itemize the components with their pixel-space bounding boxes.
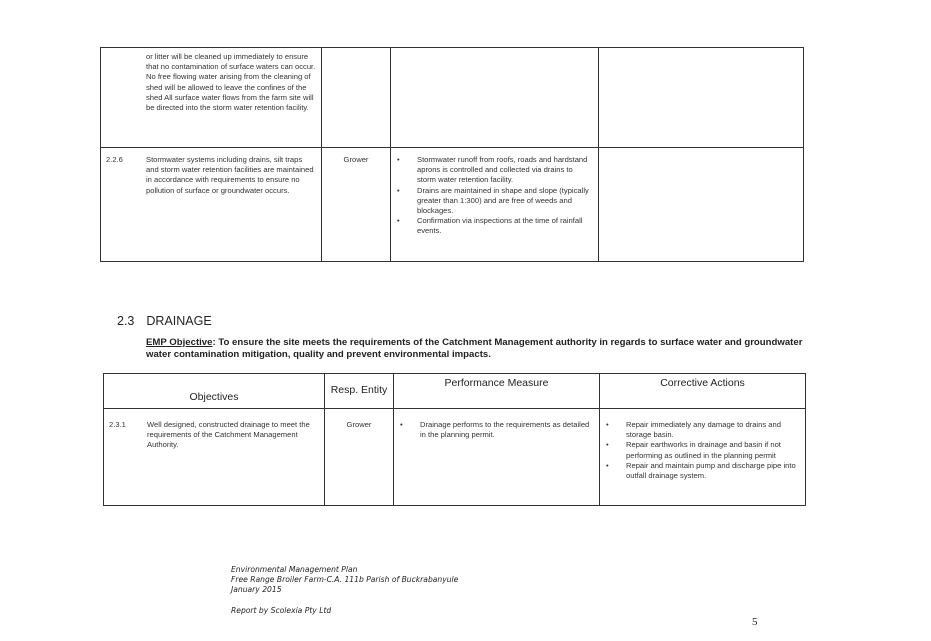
- page-number: 5: [752, 616, 758, 628]
- performance-measures: Stormwater runoff from roofs, roads and …: [393, 155, 593, 237]
- divider: [393, 374, 394, 505]
- drainage-table: Objectives Resp. Entity Performance Meas…: [103, 373, 806, 506]
- header-objectives: Objectives: [189, 391, 239, 403]
- measure-item: Drains are maintained in shape and slope…: [393, 186, 593, 217]
- divider: [599, 374, 600, 505]
- footer-author: Report by Scolexia Pty Ltd: [231, 606, 332, 615]
- measure-item: Stormwater runoff from roofs, roads and …: [393, 155, 593, 186]
- header-performance-measure: Performance Measure: [444, 377, 549, 389]
- section-heading: 2.3 DRAINAGE: [117, 314, 212, 328]
- divider: [104, 408, 805, 409]
- measure-item: Drainage performs to the requirements as…: [396, 420, 592, 440]
- footer-title: Environmental Management Plan: [231, 565, 358, 574]
- divider: [101, 147, 803, 148]
- objective-text: or litter will be cleaned up immediately…: [146, 52, 316, 113]
- section-number: 2.3: [117, 314, 135, 328]
- footer-subtitle: Free Range Broiler Farm-C.A. 111b Parish…: [231, 575, 459, 584]
- divider: [598, 48, 599, 261]
- section-title: DRAINAGE: [146, 314, 212, 328]
- responsible-entity: Grower: [346, 420, 372, 429]
- stormwater-table: or litter will be cleaned up immediately…: [100, 47, 804, 262]
- row-number: 2.3.1: [109, 420, 126, 429]
- header-entity: Resp. Entity: [330, 384, 388, 396]
- footer-date: January 2015: [231, 585, 282, 594]
- objective-text: Well designed, constructed drainage to m…: [147, 420, 310, 450]
- divider: [324, 374, 325, 505]
- action-item: Repair immediately any damage to drains …: [602, 420, 798, 440]
- action-item: Repair and maintain pump and discharge p…: [602, 461, 798, 481]
- measure-item: Confirmation via inspections at the time…: [393, 216, 593, 236]
- responsible-entity: Grower: [343, 155, 369, 164]
- corrective-actions: Repair immediately any damage to drains …: [602, 420, 798, 481]
- divider: [321, 48, 322, 261]
- emp-objective-label: EMP Objective: [146, 337, 213, 348]
- performance-measures: Drainage performs to the requirements as…: [396, 420, 592, 440]
- action-item: Repair earthworks in drainage and basin …: [602, 440, 798, 460]
- emp-objective-text: : To ensure the site meets the requireme…: [146, 337, 803, 360]
- header-corrective-actions: Corrective Actions: [660, 377, 745, 389]
- emp-objective: EMP Objective: To ensure the site meets …: [146, 337, 806, 361]
- row-number: 2.2.6: [106, 155, 123, 164]
- objective-text: Stormwater systems including drains, sil…: [146, 155, 314, 195]
- divider: [390, 48, 391, 261]
